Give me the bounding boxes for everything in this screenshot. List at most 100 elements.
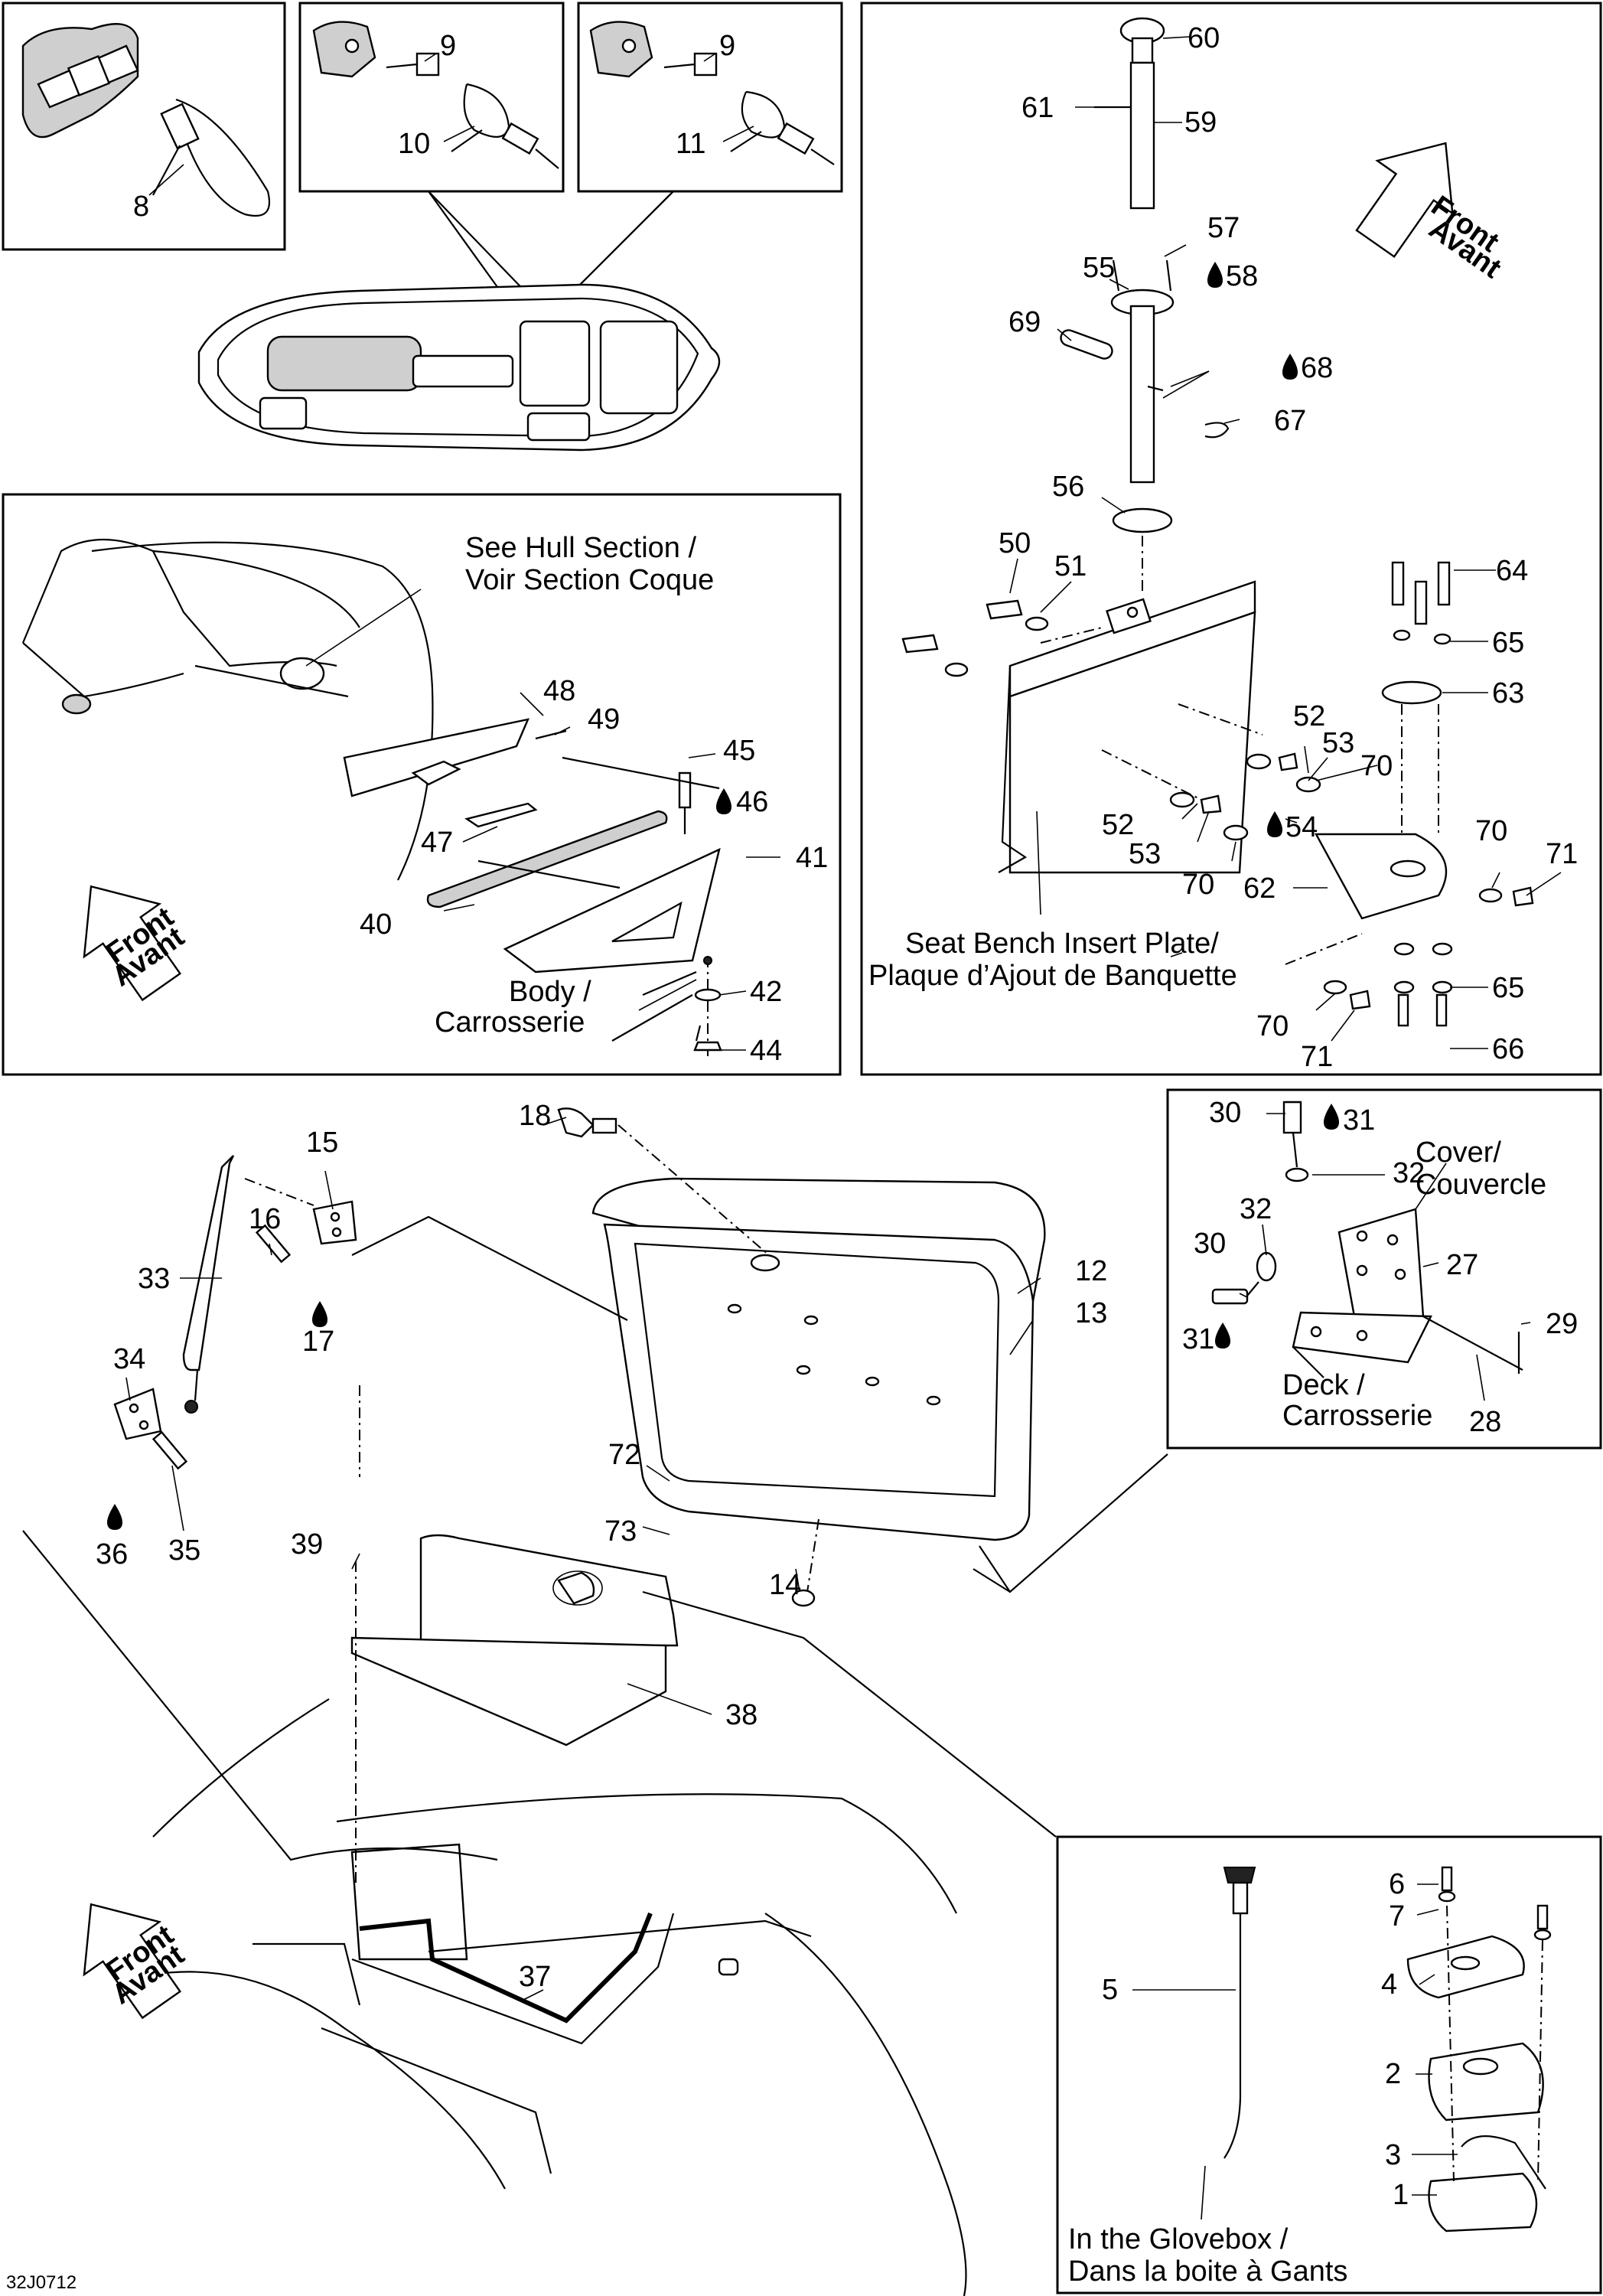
callout-63: 63	[1492, 677, 1524, 709]
caption-deck-line-1: Deck /	[1282, 1369, 1365, 1401]
front-direction-arrow-icon	[83, 1903, 182, 2020]
callout-1: 1	[1393, 2179, 1409, 2211]
inset-tie-11-drawing	[589, 21, 835, 165]
caption-cover-line-2: Couvercle	[1416, 1169, 1546, 1201]
callout-45: 45	[723, 735, 755, 767]
caption-glovebox-line-2: Dans la boite à Gants	[1068, 2255, 1347, 2288]
drop-icons	[107, 262, 1339, 1530]
callout-31-b: 31	[1182, 1323, 1214, 1355]
callout-65-b: 65	[1492, 972, 1524, 1004]
drop-icon	[1207, 262, 1223, 288]
callout-70-b: 70	[1182, 869, 1214, 901]
callout-51: 51	[1054, 550, 1087, 582]
callout-64: 64	[1496, 555, 1528, 587]
callout-44: 44	[750, 1035, 782, 1067]
callout-55: 55	[1083, 252, 1115, 284]
caption-cover-line-1: Cover/	[1416, 1137, 1501, 1169]
caption-body-line-1: Body /	[509, 976, 591, 1008]
callout-70-d: 70	[1256, 1010, 1289, 1042]
front-direction-arrow-icon	[83, 885, 182, 1002]
callout-69: 69	[1008, 306, 1041, 338]
callout-36: 36	[96, 1538, 128, 1570]
seat-lid-and-deck-drawing	[22, 1107, 1168, 2296]
front-direction-arrow-3	[83, 1903, 182, 2020]
caption-body-line-2: Carrosserie	[435, 1006, 585, 1039]
seat-post-drawing	[901, 17, 1534, 1027]
callout-27: 27	[1446, 1249, 1478, 1281]
callout-47: 47	[421, 827, 453, 859]
callout-12: 12	[1075, 1255, 1107, 1287]
leader-lines	[125, 36, 1562, 2220]
caption-see-hull-line-1: See Hull Section /	[465, 532, 696, 564]
callout-9-b: 9	[719, 30, 735, 62]
panel-seat-bench-post	[860, 2, 1602, 1076]
callout-56: 56	[1052, 471, 1084, 503]
callout-18: 18	[519, 1100, 551, 1132]
callout-54: 54	[1285, 811, 1318, 843]
boat-top-view	[197, 283, 721, 452]
callout-37: 37	[519, 1961, 551, 1993]
callout-70-a: 70	[1360, 750, 1393, 782]
panel-seat-body	[2, 493, 842, 1076]
callout-38: 38	[725, 1699, 758, 1731]
caption-see-hull-line-2: Voir Section Coque	[465, 564, 714, 596]
callout-35: 35	[168, 1534, 200, 1567]
callout-5: 5	[1102, 1974, 1118, 2006]
callout-31-a: 31	[1343, 1104, 1375, 1137]
callout-29: 29	[1546, 1308, 1578, 1340]
drop-icon	[716, 788, 731, 814]
callout-32-a: 32	[1393, 1157, 1425, 1189]
callout-3: 3	[1385, 2139, 1401, 2171]
callout-13: 13	[1075, 1297, 1107, 1329]
inset-panel-tie-8	[2, 2, 286, 251]
callout-59: 59	[1184, 106, 1217, 139]
drop-icon	[312, 1301, 327, 1327]
callout-52-b: 52	[1102, 809, 1134, 841]
inset-panel-tie-11	[577, 2, 843, 193]
callout-73: 73	[604, 1515, 637, 1548]
inset-tie-10-drawing	[312, 21, 559, 169]
inset-panel-tie-10	[298, 2, 565, 193]
callout-60: 60	[1188, 22, 1220, 54]
callout-17: 17	[302, 1326, 334, 1358]
inset-panel-glovebox	[1056, 1835, 1602, 2294]
callout-11: 11	[676, 128, 705, 160]
callout-46: 46	[736, 786, 768, 818]
callout-48: 48	[543, 675, 575, 707]
callout-67: 67	[1274, 405, 1306, 437]
drop-icon	[1282, 354, 1298, 380]
callout-14: 14	[769, 1569, 801, 1601]
callout-7: 7	[1389, 1900, 1405, 1932]
callout-53-b: 53	[1129, 838, 1161, 870]
drop-icon	[107, 1504, 122, 1530]
callout-52-a: 52	[1293, 700, 1325, 732]
callout-58: 58	[1226, 260, 1258, 292]
cover-hinge-drawing	[1211, 1101, 1523, 1378]
drop-icon	[1324, 1104, 1339, 1130]
callout-10: 10	[398, 128, 430, 160]
callout-numbers: 1 2 3 4 5 6 7 8 9 9 10 11 12 13 14 15 16…	[96, 22, 1578, 2211]
callout-28: 28	[1469, 1406, 1501, 1438]
caption-deck-line-2: Carrosserie	[1282, 1400, 1432, 1432]
caption-seat-plate-line-1: Seat Bench Insert Plate/	[905, 928, 1219, 960]
callout-57: 57	[1207, 212, 1240, 244]
glovebox-drawing	[1223, 1866, 1552, 2232]
callout-62: 62	[1243, 872, 1276, 905]
callout-8: 8	[133, 191, 149, 223]
front-direction-arrow-1	[1355, 142, 1454, 259]
callout-33: 33	[138, 1263, 170, 1295]
callout-50: 50	[999, 527, 1031, 559]
callout-66: 66	[1492, 1033, 1524, 1065]
callout-41: 41	[796, 842, 828, 874]
callout-40: 40	[360, 908, 392, 941]
inset-tie-8-drawing	[21, 23, 271, 217]
drop-icon	[1215, 1322, 1230, 1349]
caption-seat-plate-line-2: Plaque d’Ajout de Banquette	[868, 960, 1237, 992]
callout-70-c: 70	[1475, 815, 1507, 847]
drop-icon	[1267, 811, 1282, 837]
callout-53-a: 53	[1322, 727, 1354, 759]
callout-6: 6	[1389, 1868, 1405, 1900]
callout-71-b: 71	[1301, 1041, 1333, 1073]
